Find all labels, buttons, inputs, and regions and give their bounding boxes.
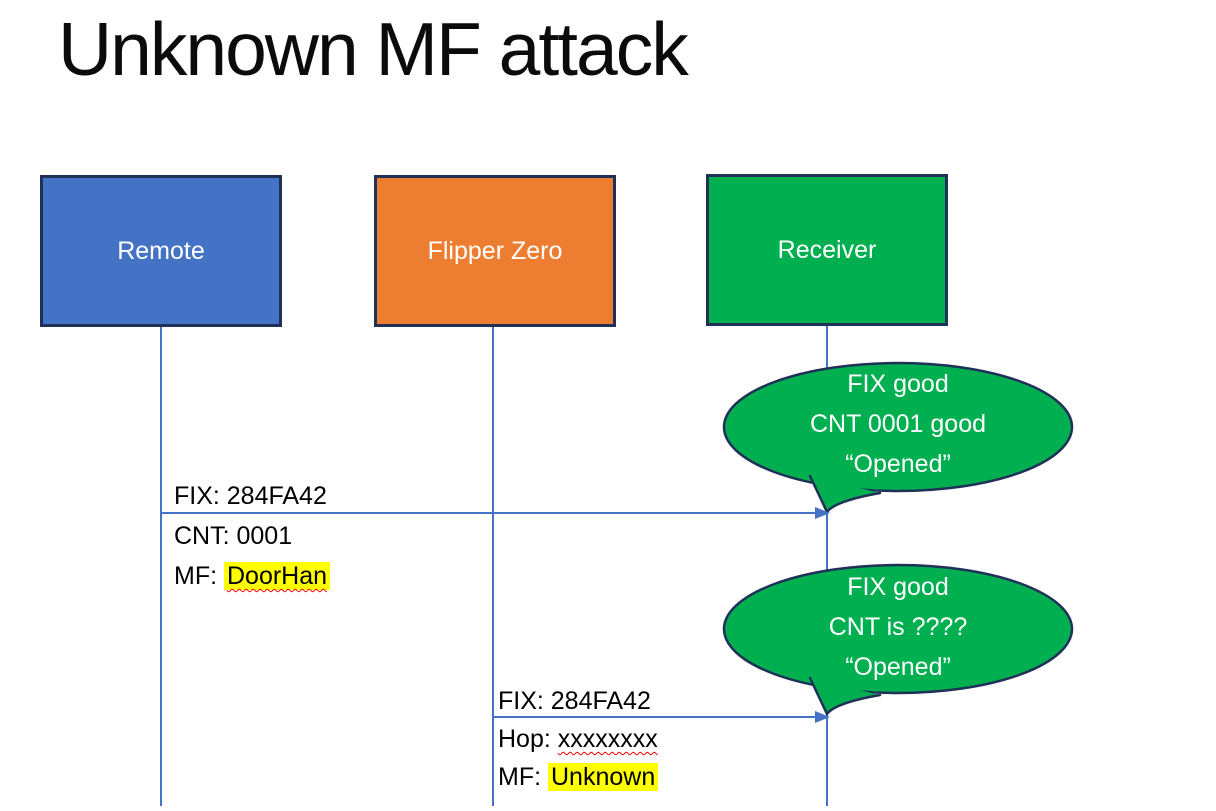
message-1-arrowhead-icon xyxy=(815,507,830,519)
message-1-mf-value-highlighted: DoorHan xyxy=(224,562,331,590)
lifeline-remote xyxy=(160,327,162,806)
message-1-mf-line: MF: DoorHan xyxy=(174,556,331,596)
callout-bubble-2-shape xyxy=(722,563,1074,717)
message-2-mf-line: MF: Unknown xyxy=(498,758,659,796)
callout-1-line-3: “Opened” xyxy=(845,450,951,478)
message-2-hop-value-squiggled: xxxxxxxx xyxy=(557,725,658,753)
message-2-fix-line: FIX: 284FA42 xyxy=(498,682,658,720)
message-1-fix-line: FIX: 284FA42 xyxy=(174,476,330,516)
message-1-fix-text: FIX: 284FA42 xyxy=(174,482,327,510)
callout-1-line-1: FIX good xyxy=(847,370,949,398)
slide-title: Unknown MF attack xyxy=(58,7,689,91)
actor-box-remote: Remote xyxy=(40,175,282,327)
actor-label-receiver: Receiver xyxy=(777,235,877,264)
callout-bubble-1-shape xyxy=(722,361,1074,515)
message-2-fix-text: FIX: 284FA42 xyxy=(498,687,651,715)
lifeline-flipper xyxy=(492,327,494,806)
message-2-hop-prefix: Hop: xyxy=(498,725,558,753)
actor-box-receiver: Receiver xyxy=(706,174,948,326)
callout-2-line-1: FIX good xyxy=(847,573,949,601)
message-1-cnt-text: CNT: 0001 xyxy=(174,522,293,550)
message-2-mf-value-highlighted: Unknown xyxy=(548,763,659,791)
message-2-arrow-line xyxy=(494,716,816,718)
actor-box-flipper-zero: Flipper Zero xyxy=(374,175,616,327)
callout-1-line-2: CNT 0001 good xyxy=(809,410,987,438)
actor-label-remote: Remote xyxy=(117,236,205,265)
message-2-mf-prefix: MF: xyxy=(498,763,548,791)
callout-2-line-2: CNT is ???? xyxy=(828,613,968,641)
message-1-arrow-line xyxy=(161,512,816,514)
message-1-cnt-line: CNT: 0001 xyxy=(174,516,330,556)
message-1-labels: FIX: 284FA42 CNT: 0001 MF: DoorHan xyxy=(174,476,331,596)
actor-label-flipper-zero: Flipper Zero xyxy=(427,236,563,265)
callout-bubble-2-text: FIX good CNT is ???? “Opened” xyxy=(724,567,1072,687)
lifeline-receiver xyxy=(826,326,828,806)
message-2-hop-line: Hop: xxxxxxxx xyxy=(498,720,658,758)
callout-2-line-3: “Opened” xyxy=(845,653,951,681)
message-2-labels: FIX: 284FA42 Hop: xxxxxxxx MF: Unknown xyxy=(498,682,659,796)
callout-bubble-1-text: FIX good CNT 0001 good “Opened” xyxy=(724,364,1072,484)
message-2-arrowhead-icon xyxy=(815,711,830,723)
message-1-mf-prefix: MF: xyxy=(174,562,224,590)
